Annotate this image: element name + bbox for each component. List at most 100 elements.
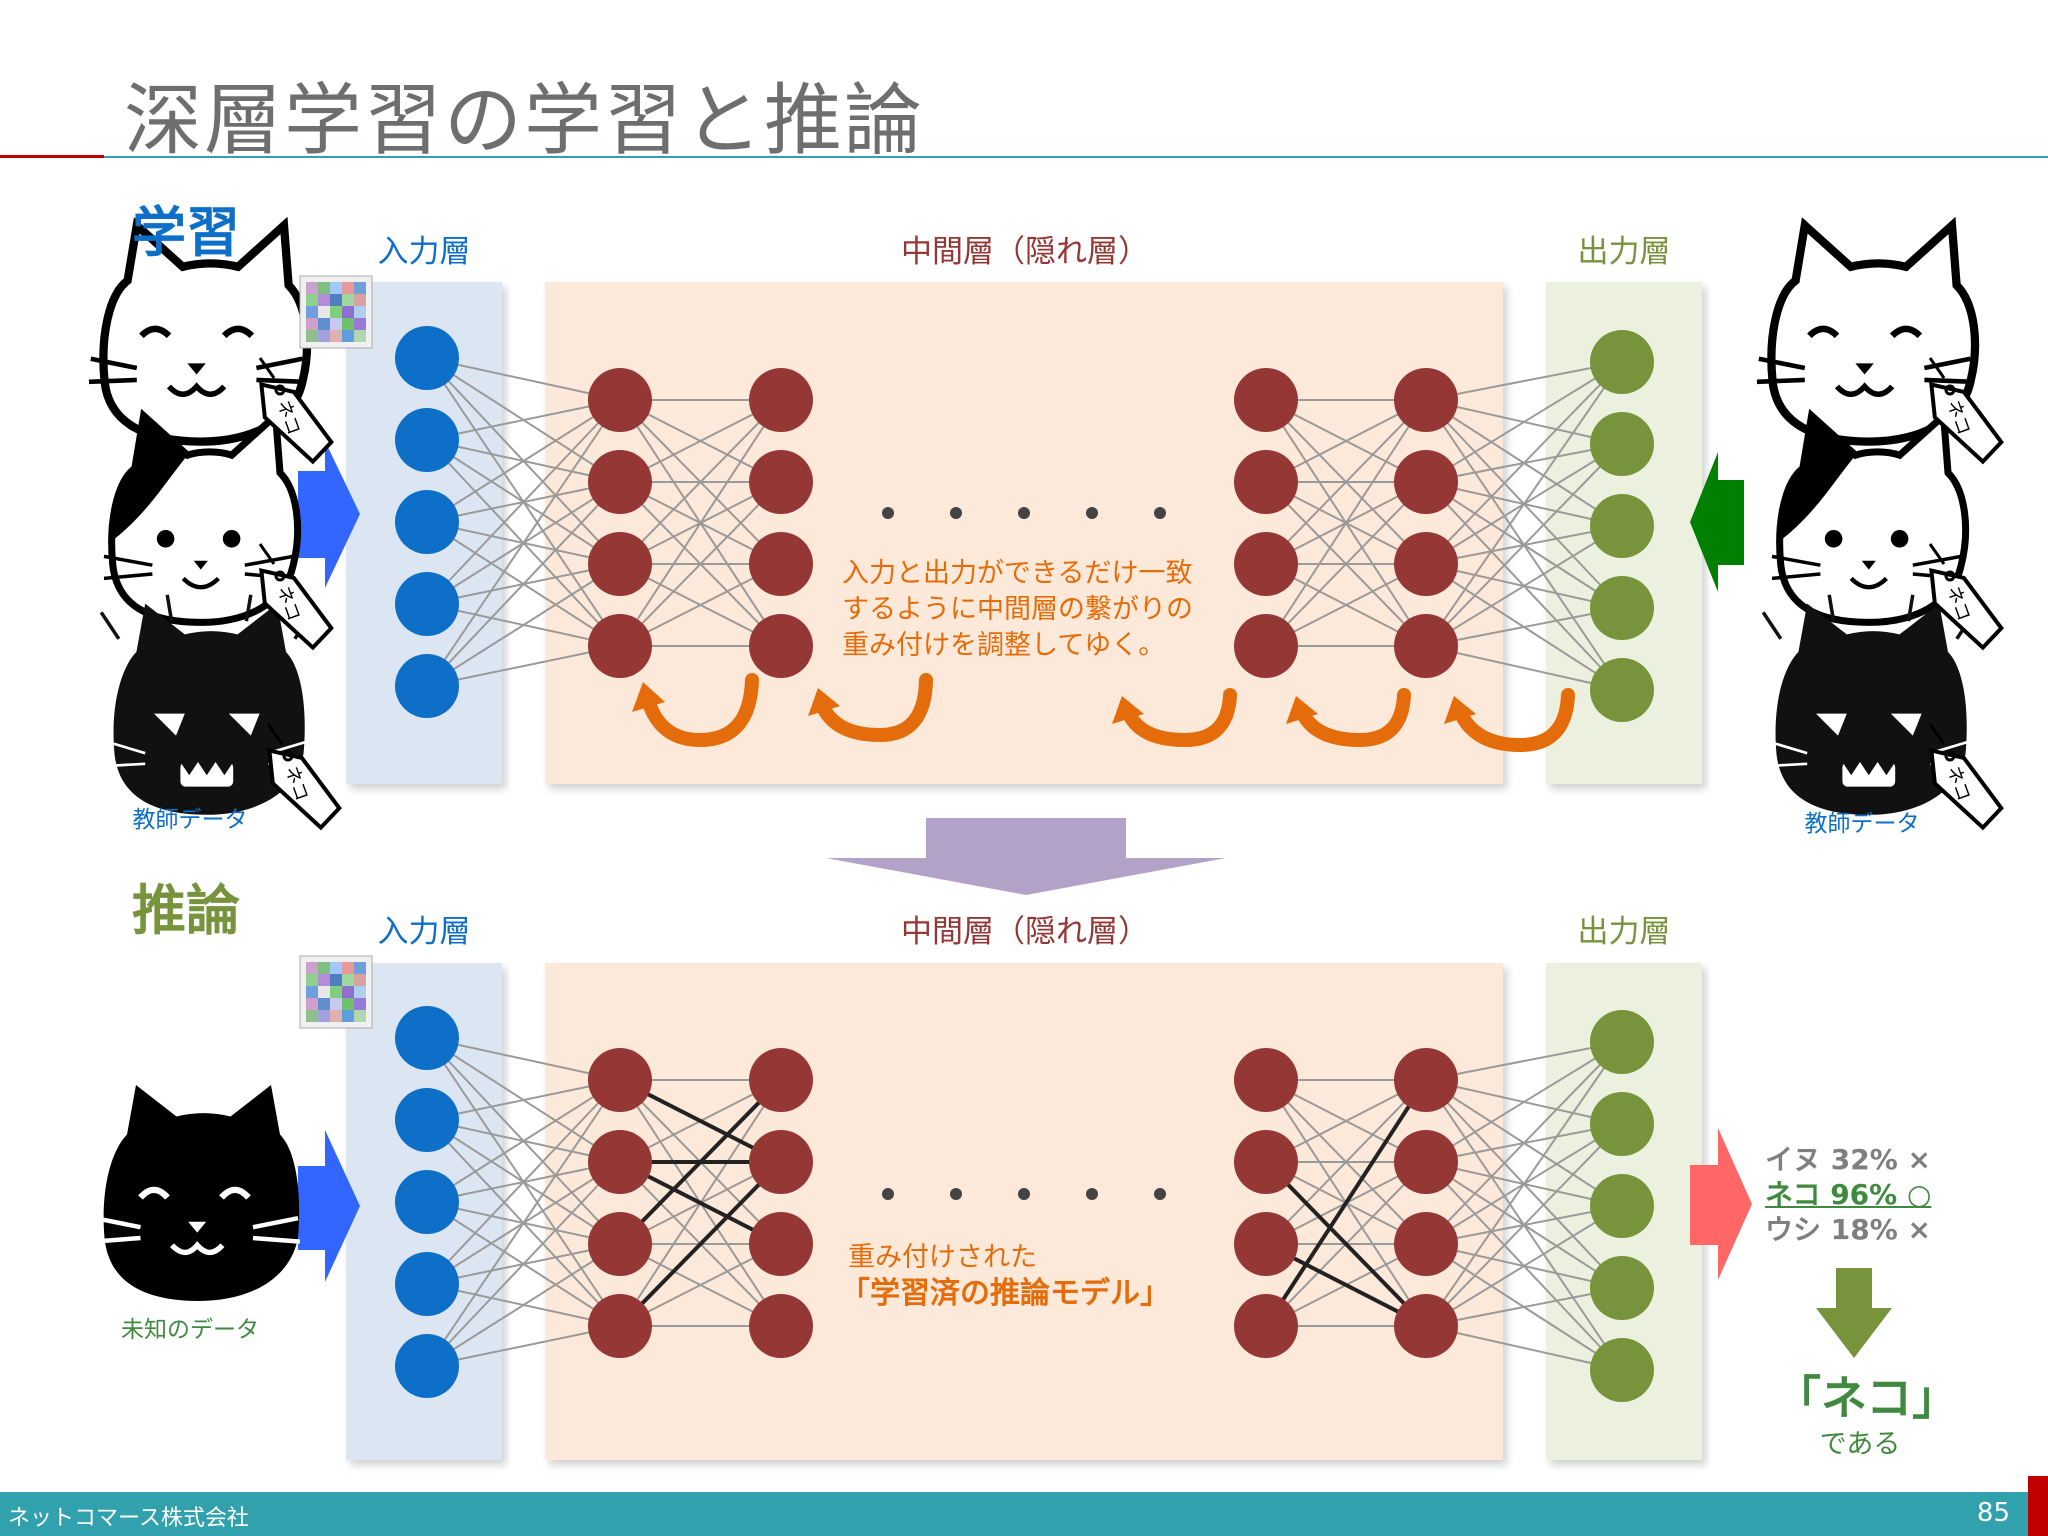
training-output-layer-label: 出力層 — [1577, 234, 1671, 270]
inference-weighted-connection — [618, 1078, 783, 1246]
training-connection — [619, 481, 782, 647]
training-connection — [1425, 607, 1623, 647]
result-arrow — [1690, 1128, 1752, 1280]
inference-hidden-panel — [545, 963, 1503, 1460]
footer-accent — [2028, 1476, 2048, 1536]
backprop-arrow-2 — [815, 673, 933, 743]
inference-output-layer-label: 出力層 — [1577, 914, 1671, 950]
training-caption-line-2: するように中間層の繋がりの — [842, 594, 1193, 625]
inference-node — [395, 1252, 459, 1316]
inference-nodes — [395, 1006, 1654, 1402]
inference-connection — [426, 1079, 621, 1285]
training-ellipsis — [882, 507, 1166, 519]
result-dog: イヌ 32% × — [1765, 1143, 1931, 1176]
training-connection — [426, 399, 621, 605]
inference-node — [395, 1088, 459, 1152]
inference-node — [395, 1334, 459, 1398]
training-node — [1394, 368, 1458, 432]
training-node — [588, 532, 652, 596]
inference-node — [588, 1212, 652, 1276]
training-feedback-arrow — [1690, 452, 1744, 592]
inference-connection — [1425, 1041, 1623, 1163]
inference-connection — [1425, 1287, 1623, 1327]
inference-node — [1234, 1130, 1298, 1194]
training-node — [749, 532, 813, 596]
training-node — [1590, 658, 1654, 722]
training-connection — [1425, 361, 1623, 483]
inference-connection — [426, 1037, 621, 1081]
inference-node — [1590, 1256, 1654, 1320]
training-node — [749, 368, 813, 432]
inference-connection — [1265, 1079, 1427, 1245]
transition-arrow — [826, 818, 1226, 895]
answer-down-arrow — [1816, 1268, 1892, 1358]
training-connection — [426, 399, 621, 523]
inference-caption: 重み付けされた 「学習済の推論モデル」 — [840, 1240, 1170, 1312]
training-connection — [1425, 361, 1623, 401]
training-connection — [426, 399, 621, 441]
training-caption-line-3: 重み付けを調整してゆく。 — [842, 630, 1166, 661]
inference-node — [1394, 1048, 1458, 1112]
inference-node — [1234, 1048, 1298, 1112]
backprop-arrow-5 — [1453, 688, 1575, 753]
training-connection — [1425, 645, 1623, 691]
training-node — [1234, 450, 1298, 514]
backprop-arrow-1 — [641, 673, 759, 748]
inference-section-label: 推論 — [132, 879, 240, 942]
inference-connection — [1425, 1041, 1623, 1081]
inference-node — [749, 1130, 813, 1194]
training-node — [749, 450, 813, 514]
training-node — [1394, 450, 1458, 514]
inference-node — [1590, 1338, 1654, 1402]
input-pixel-grid-icon — [299, 955, 373, 1029]
training-connection — [1265, 481, 1427, 647]
result-cow: ウシ 18% × — [1765, 1213, 1931, 1246]
training-node — [395, 654, 459, 718]
training-left-data-label: 教師データ — [132, 807, 248, 833]
training-caption: 入力と出力ができるだけ一致 するように中間層の繋がりの 重み付けを調整してゆく。 — [842, 556, 1193, 664]
inference-connection — [1425, 1041, 1623, 1327]
training-node — [1590, 576, 1654, 640]
inference-node — [395, 1006, 459, 1070]
footer-bar — [0, 1492, 2028, 1536]
training-connection — [619, 399, 782, 647]
inference-caption-line-1: 重み付けされた — [848, 1242, 1037, 1273]
slide-title: 深層学習の学習と推論 — [124, 76, 925, 166]
inference-connection — [1425, 1325, 1623, 1371]
inference-connection — [426, 1079, 621, 1121]
inference-ellipsis — [882, 1188, 1166, 1200]
title-rule-red — [0, 155, 104, 158]
inference-connection — [426, 1079, 621, 1203]
backprop-arrow-3 — [1121, 688, 1237, 748]
inference-node — [749, 1212, 813, 1276]
training-node — [1234, 614, 1298, 678]
training-node — [1234, 368, 1298, 432]
training-node — [749, 614, 813, 678]
footer-company: ネットコマース株式会社 — [8, 1506, 249, 1531]
training-hidden-panel — [545, 282, 1503, 784]
training-connection — [426, 357, 621, 401]
training-connection — [426, 563, 621, 687]
inference-node — [1234, 1212, 1298, 1276]
inference-unknown-cat — [94, 1085, 300, 1301]
inference-results: イヌ 32% × ネコ 96% ○ ウシ 18% × — [1765, 1142, 1945, 1247]
training-connections — [426, 357, 1623, 691]
inference-connection — [1425, 1041, 1623, 1245]
training-connection — [426, 399, 621, 687]
answer-label: 「ネコ」 — [1775, 1371, 1959, 1425]
training-connection — [1265, 399, 1427, 565]
inference-node — [1394, 1212, 1458, 1276]
input-pixel-grid-icon — [299, 275, 373, 349]
training-hidden-layer-label: 中間層（隠れ層） — [901, 234, 1149, 270]
training-connection — [426, 481, 621, 687]
training-connection — [1425, 443, 1623, 647]
training-node — [395, 326, 459, 390]
inference-node — [1590, 1174, 1654, 1238]
inference-node — [1394, 1294, 1458, 1358]
inference-connection — [426, 1325, 621, 1367]
inference-weighted-connection — [618, 1160, 783, 1328]
network-diagram — [0, 0, 2008, 1460]
answer-subtext: である — [1819, 1429, 1901, 1460]
inference-weighted-connection — [1264, 1160, 1428, 1328]
training-nodes — [395, 326, 1654, 722]
